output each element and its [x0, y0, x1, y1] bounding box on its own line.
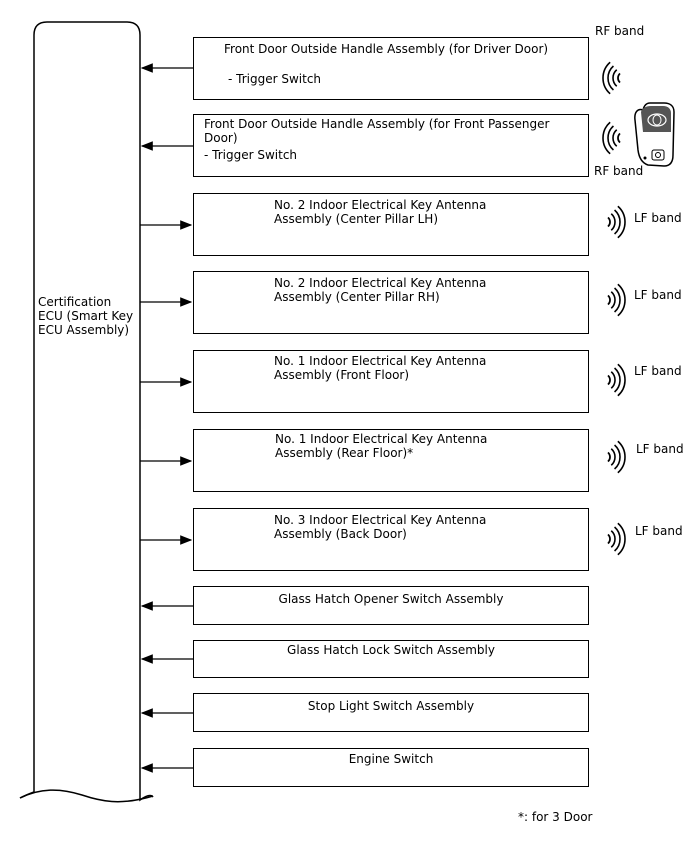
- lf-wave-icon: [607, 283, 626, 317]
- component-box: No. 2 Indoor Electrical Key Antenna Asse…: [193, 271, 589, 334]
- lf-wave-icon: [607, 522, 626, 556]
- component-box: Engine Switch: [193, 748, 589, 787]
- component-subitem: - Trigger Switch: [228, 72, 322, 86]
- component-box: No. 1 Indoor Electrical Key Antenna Asse…: [193, 429, 589, 492]
- lf-band-label: LF band: [636, 442, 684, 456]
- component-box: Glass Hatch Opener Switch Assembly: [193, 586, 589, 625]
- component-name: No. 1 Indoor Electrical Key Antenna Asse…: [274, 354, 487, 382]
- component-name: Engine Switch: [348, 752, 434, 766]
- component-name: Glass Hatch Lock Switch Assembly: [287, 643, 495, 657]
- ecu-box-bottom-wave: [19, 789, 154, 803]
- component-box: Front Door Outside Handle Assembly (for …: [193, 37, 589, 100]
- component-box: No. 3 Indoor Electrical Key Antenna Asse…: [193, 508, 589, 571]
- rf-wave-icon: [602, 61, 621, 95]
- component-name: No. 2 Indoor Electrical Key Antenna Asse…: [274, 276, 487, 304]
- lf-band-label: LF band: [634, 288, 682, 302]
- component-name: No. 1 Indoor Electrical Key Antenna Asse…: [275, 432, 488, 460]
- component-name: Front Door Outside Handle Assembly (for …: [204, 117, 550, 145]
- lf-wave-icon: [607, 205, 626, 239]
- component-box: Glass Hatch Lock Switch Assembly: [193, 640, 589, 678]
- lf-band-label: LF band: [634, 211, 682, 225]
- component-box: No. 1 Indoor Electrical Key Antenna Asse…: [193, 350, 589, 413]
- component-name: Front Door Outside Handle Assembly (for …: [224, 42, 549, 56]
- rf-wave-icon: [602, 121, 621, 155]
- ecu-box: [19, 21, 154, 802]
- component-box: No. 2 Indoor Electrical Key Antenna Asse…: [193, 193, 589, 256]
- lf-band-label: LF band: [634, 364, 682, 378]
- component-subitem: - Trigger Switch: [204, 148, 298, 162]
- component-name: Stop Light Switch Assembly: [307, 699, 475, 713]
- component-box: Stop Light Switch Assembly: [193, 693, 589, 732]
- lf-wave-icon: [607, 440, 626, 474]
- signal-waves: [602, 61, 626, 556]
- connection-arrows: [140, 63, 193, 773]
- ecu-label: Certification ECU (Smart Key ECU Assembl…: [38, 295, 134, 337]
- lf-wave-icon: [607, 363, 626, 397]
- rf-band-label-bottom: RF band: [594, 164, 644, 178]
- key-fob-icon: [634, 102, 675, 167]
- component-name: Glass Hatch Opener Switch Assembly: [278, 592, 504, 606]
- component-name: No. 3 Indoor Electrical Key Antenna Asse…: [274, 513, 487, 541]
- rf-band-label-top: RF band: [595, 24, 645, 38]
- footnote: *: for 3 Door: [518, 810, 593, 824]
- lf-band-label: LF band: [635, 524, 683, 538]
- component-name: No. 2 Indoor Electrical Key Antenna Asse…: [274, 198, 487, 226]
- component-box: Front Door Outside Handle Assembly (for …: [193, 114, 589, 177]
